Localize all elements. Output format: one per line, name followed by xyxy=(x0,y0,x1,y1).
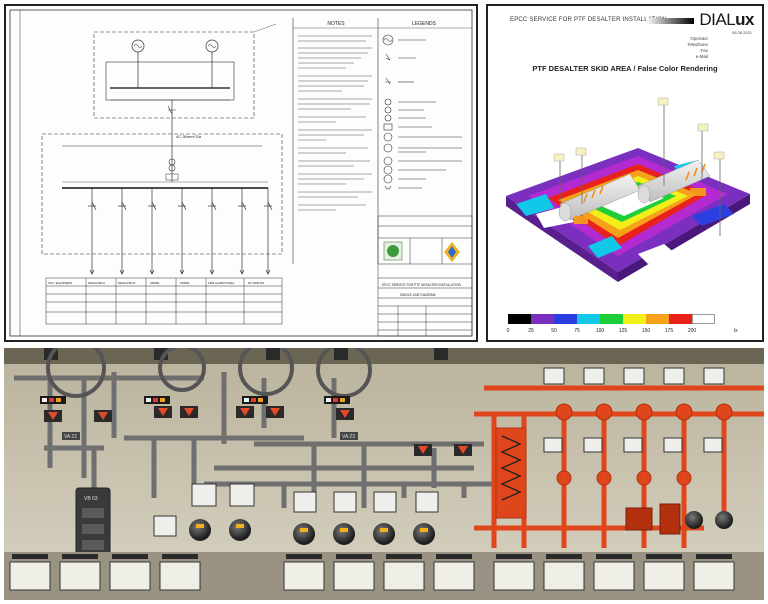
table-header-row: TAG / EQUIPMENT DESALTER A DESALTER B SP… xyxy=(48,281,264,285)
scale-swatch-2 xyxy=(554,314,577,324)
desalter-vessel-1 xyxy=(558,173,641,224)
title-block-project: EPCC SERVICE FOR PTF DESALTER INSTALLATI… xyxy=(382,283,461,287)
report-date: 05.08.2021 xyxy=(731,30,752,35)
operator-info: Operator Telephone Fax e-Mail xyxy=(687,36,708,59)
notes-text-block xyxy=(298,35,372,211)
title-block xyxy=(377,215,473,337)
generator-symbols xyxy=(46,348,372,398)
scale-swatch-3 xyxy=(577,314,600,324)
bus-label: 4C-30mm^2/a xyxy=(176,134,202,139)
drawing-canvas: NOTES LEGENDS xyxy=(9,9,473,337)
notes-title: NOTES xyxy=(327,21,345,27)
panel-meters-left xyxy=(153,483,439,537)
rating-schedule-table xyxy=(45,277,283,325)
meter-tag-plates xyxy=(12,554,732,559)
svg-text:DC DDB SW: DC DDB SW xyxy=(248,281,264,285)
breaker-symbols-left xyxy=(44,406,472,456)
scale-swatch-5 xyxy=(623,314,646,324)
red-breaker-discs xyxy=(555,403,733,486)
svg-text:FIRE ALARM PANEL: FIRE ALARM PANEL xyxy=(208,281,235,285)
company-logo-mark xyxy=(387,245,399,257)
tag-plate-va23 xyxy=(340,432,358,440)
tag-va22: VA 22 xyxy=(64,434,77,440)
title-block-drawing-title: SINGLE LINE DIAGRAM xyxy=(400,293,436,297)
desalter-vessel-2 xyxy=(637,159,711,204)
scale-swatch-1 xyxy=(531,314,554,324)
svg-text:DESALTER B: DESALTER B xyxy=(118,281,135,285)
heat-exchanger-block xyxy=(495,427,527,519)
red-side-control-boxes xyxy=(625,503,733,535)
rendering-title: PTF DESALTER SKID AREA / False Color Ren… xyxy=(532,64,718,73)
false-color-3d-render xyxy=(506,97,750,282)
report-service-title: EPCC SERVICE FOR PTF DESALTER INSTALLATI… xyxy=(510,17,667,23)
scale-unit: lx xyxy=(734,328,738,334)
svg-text:DESALTER A: DESALTER A xyxy=(88,281,105,285)
indicator-lamps-left xyxy=(40,396,350,404)
light-poles xyxy=(553,97,725,236)
scale-swatch-0 xyxy=(508,314,531,324)
scale-swatch-8 xyxy=(692,314,715,324)
single-line-diagram-sheet: NOTES LEGENDS xyxy=(4,4,478,342)
scale-swatch-7 xyxy=(669,314,692,324)
dialux-false-color-report: EPCC SERVICE FOR PTF DESALTER INSTALLATI… xyxy=(486,4,764,342)
red-side-meters xyxy=(543,367,725,453)
svg-text:SPARE: SPARE xyxy=(180,281,189,285)
svg-text:SPARE: SPARE xyxy=(150,281,159,285)
scale-swatch-4 xyxy=(600,314,623,324)
outgoing-feeders xyxy=(88,188,273,275)
tag-va23: VA 23 xyxy=(342,434,355,440)
control-room-panel-photo: VA 22 VA 23 VB 03 xyxy=(4,348,764,600)
legend-title: LEGENDS xyxy=(412,21,437,27)
bottom-analog-meters xyxy=(9,561,735,591)
dialux-logo: DIALux xyxy=(699,10,754,29)
mimic-panel: VA 22 VA 23 VB 03 xyxy=(4,348,764,600)
svg-text:TAG / EQUIPMENT: TAG / EQUIPMENT xyxy=(48,281,73,285)
header-gradient-bar xyxy=(646,18,694,24)
illuminance-color-scale xyxy=(508,314,715,324)
transformer-box-vb03: VB 03 xyxy=(75,487,111,567)
tag-plate-va22 xyxy=(62,432,80,440)
legend-symbols xyxy=(382,34,462,190)
svg-text:VB 03: VB 03 xyxy=(84,496,98,502)
scale-swatch-6 xyxy=(646,314,669,324)
